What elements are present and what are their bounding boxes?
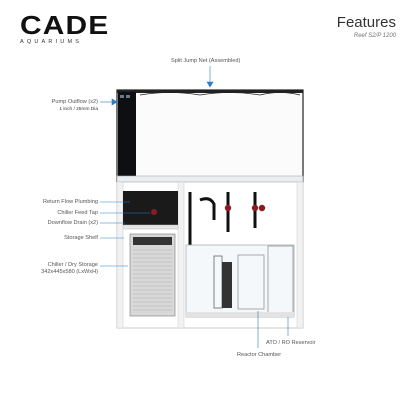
tank-rim	[117, 90, 303, 93]
label-downflow-drain: Downflow Drain (x2)	[47, 220, 98, 226]
sump	[185, 244, 295, 318]
reactor-chamber	[237, 254, 265, 310]
upper-compartment	[123, 191, 178, 225]
cabinet-middle-post	[177, 181, 185, 329]
aquarium-tank	[116, 89, 304, 183]
page-title: Features	[336, 14, 396, 31]
overflow-box	[118, 92, 136, 181]
label-chiller-feed-tap: Chiller Feed Tap	[57, 210, 98, 216]
label-chiller-dry-storage-size: 342x445x580 (LxWxH)	[41, 269, 98, 275]
label-chiller-dry-storage: Chiller / Dry Storage 342x445x580 (LxWxH…	[28, 262, 98, 276]
label-chiller-dry-storage-text: Chiller / Dry Storage	[47, 262, 98, 268]
pump-outflow-nozzle-1	[120, 95, 124, 98]
valve-3	[258, 204, 266, 212]
split-jump-net	[139, 92, 301, 96]
valve-1	[224, 204, 232, 212]
label-pump-outflow: Pump Outflow (x2) 1 inch / 25mm Dia	[40, 99, 98, 113]
chiller-unit	[129, 233, 176, 317]
skimmer	[222, 262, 232, 308]
chiller-display	[133, 237, 172, 245]
label-pump-outflow-text: Pump Outflow (x2)	[51, 99, 98, 105]
label-split-jump-net: Split Jump Net (Assembled)	[171, 58, 241, 64]
cabinet-left-post	[116, 181, 124, 329]
label-pump-outflow-size: 1 inch / 25mm Dia	[59, 107, 98, 112]
tank-glass	[116, 89, 304, 183]
sump-base	[186, 312, 294, 317]
label-ato-ro-reservoir: ATO / RO Reservoir	[266, 340, 316, 346]
tank-base-glass	[116, 175, 304, 183]
valve-2	[251, 204, 259, 212]
brand-name: CADE	[20, 10, 110, 40]
brand-logo: CADE AQUARIUMS	[20, 12, 108, 45]
chiller-feed-tap	[151, 209, 157, 215]
cabinet-right-post	[296, 181, 304, 329]
pump-outflow-nozzle-2	[126, 95, 130, 98]
storage-shelf	[122, 224, 179, 230]
label-return-flow-plumbing: Return Flow Plumbing	[42, 199, 98, 205]
label-reactor-chamber: Reactor Chamber	[237, 352, 282, 358]
brand-tagline: AQUARIUMS	[20, 39, 83, 45]
cabinet	[116, 181, 304, 329]
model-name: Reef S2/P 1200	[353, 33, 396, 39]
label-storage-shelf: Storage Shelf	[64, 235, 98, 241]
callout-lines	[100, 66, 289, 348]
